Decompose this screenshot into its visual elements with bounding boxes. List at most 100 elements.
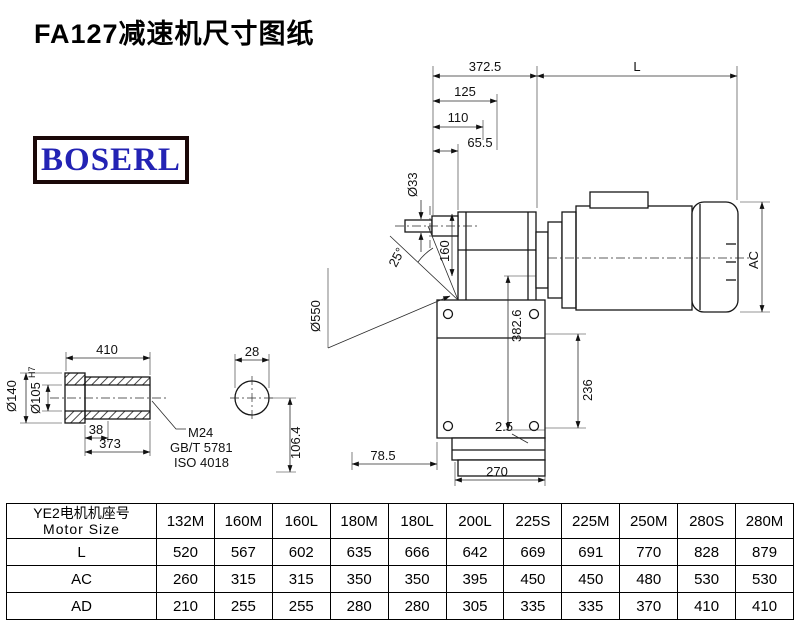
cell: 255 [271, 592, 331, 620]
col-header: 200L [445, 503, 505, 539]
cell: 335 [561, 592, 621, 620]
shaft-end-view [230, 376, 274, 420]
dim-AC: AC [746, 251, 761, 269]
table-row-AD: AD 210 255 255 280 280 305 335 335 370 4… [6, 592, 794, 620]
label-std-iso: ISO 4018 [174, 455, 229, 470]
dim-28: 28 [245, 344, 259, 359]
gap-leader [511, 433, 529, 444]
col-header: 250M [619, 503, 679, 539]
m24-leader [151, 400, 186, 430]
fan-cover [691, 201, 739, 313]
extension-lines [20, 66, 770, 486]
label-std-gb: GB/T 5781 [170, 440, 233, 455]
cell: 280 [329, 592, 389, 620]
cell: 305 [445, 592, 505, 620]
row-label: AD [6, 592, 157, 620]
dim-shaft-dia: Ø33 [405, 172, 420, 197]
gearbox-front-view [395, 206, 546, 477]
col-header: 180L [387, 503, 447, 539]
cell: 280 [387, 592, 447, 620]
cell: 450 [561, 565, 621, 593]
cell: 210 [156, 592, 215, 620]
cell: 395 [445, 565, 505, 593]
cell: 260 [156, 565, 215, 593]
col-header: 160M [213, 503, 273, 539]
motor-adapter [535, 231, 549, 289]
dimension-drawing: 372.5 L 125 110 65.5 Ø33 160 25° Ø550 38… [4, 59, 770, 486]
col-header: 225S [503, 503, 563, 539]
hollow-shaft-section-view [50, 372, 166, 424]
cell: 635 [329, 538, 389, 566]
motor-size-table-wrap: YE2电机机座号 Motor Size 132M 160M 160L 180M … [6, 503, 794, 620]
cell: 350 [387, 565, 447, 593]
angle-leg [389, 235, 459, 301]
cell: 530 [677, 565, 737, 593]
dim-L: L [633, 59, 640, 74]
col-header: 280M [735, 503, 794, 539]
cell: 480 [619, 565, 679, 593]
dim-bore-dia-105: Ø105 [28, 382, 43, 414]
boserl-logo-text: BOSERL [41, 141, 181, 178]
housing-main-body [436, 299, 546, 439]
cell: 315 [213, 565, 273, 593]
bolt-hole [528, 420, 540, 432]
col-header: 180M [329, 503, 389, 539]
col-header: 280S [677, 503, 737, 539]
cell: 410 [735, 592, 794, 620]
table-row-AC: AC 260 315 315 350 350 395 450 450 480 5… [6, 565, 794, 593]
dim-bore-tolerance-H7: H7 [27, 366, 37, 378]
dim-2-5: 2.5 [495, 419, 513, 434]
dimension-lines [23, 73, 765, 483]
cell: 828 [677, 538, 737, 566]
dim-372-5: 372.5 [469, 59, 502, 74]
bolt-hole [442, 308, 454, 320]
table-row-L: L 520 567 602 635 666 642 669 691 770 82… [6, 538, 794, 566]
dim-236: 236 [580, 379, 595, 401]
boserl-logo: BOSERL [33, 136, 189, 184]
dim-110: 110 [448, 110, 469, 125]
col-header: 225M [561, 503, 621, 539]
dim-flange-dia-140: Ø140 [4, 380, 19, 412]
label-thread-m24: M24 [188, 425, 213, 440]
motor-adapter-ring [547, 221, 563, 299]
cell: 530 [735, 565, 794, 593]
terminal-box [589, 191, 649, 209]
cell: 669 [503, 538, 563, 566]
cell: 642 [445, 538, 505, 566]
page-title: FA127减速机尺寸图纸 [34, 19, 315, 49]
cell: 666 [387, 538, 447, 566]
wheel-dia-leader [327, 295, 451, 349]
angle-leg [427, 225, 459, 301]
row-label: AC [6, 565, 157, 593]
col-header: 132M [156, 503, 215, 539]
dim-125: 125 [454, 84, 476, 99]
dim-wheel-dia-550: Ø550 [308, 300, 323, 332]
motor-size-table: YE2电机机座号 Motor Size 132M 160M 160L 180M … [6, 503, 794, 620]
cell: 602 [271, 538, 331, 566]
dim-410: 410 [96, 342, 118, 357]
motor-side-view [535, 191, 752, 313]
cell: 350 [329, 565, 389, 593]
bolt-hole [442, 420, 454, 432]
dim-270: 270 [486, 464, 508, 479]
bolt-hole [528, 308, 540, 320]
dimension-labels: 372.5 L 125 110 65.5 Ø33 160 25° Ø550 38… [4, 59, 761, 479]
cell: 370 [619, 592, 679, 620]
motor-flange [561, 211, 577, 309]
cell: 567 [213, 538, 273, 566]
cell: 520 [156, 538, 215, 566]
dim-373: 373 [99, 436, 121, 451]
row-label: L [6, 538, 157, 566]
dim-106-4: 106.4 [288, 426, 303, 459]
cell: 450 [503, 565, 563, 593]
dim-angle-25: 25° [385, 245, 407, 269]
cell: 691 [561, 538, 621, 566]
dim-65-5: 65.5 [467, 135, 492, 150]
angle-arc [417, 247, 434, 263]
cell: 410 [677, 592, 737, 620]
dim-382-6: 382.6 [509, 309, 524, 342]
header-cn: YE2电机机座号 [33, 505, 130, 521]
header-en: Motor Size [43, 521, 120, 537]
dim-38: 38 [89, 422, 103, 437]
cell: 879 [735, 538, 794, 566]
